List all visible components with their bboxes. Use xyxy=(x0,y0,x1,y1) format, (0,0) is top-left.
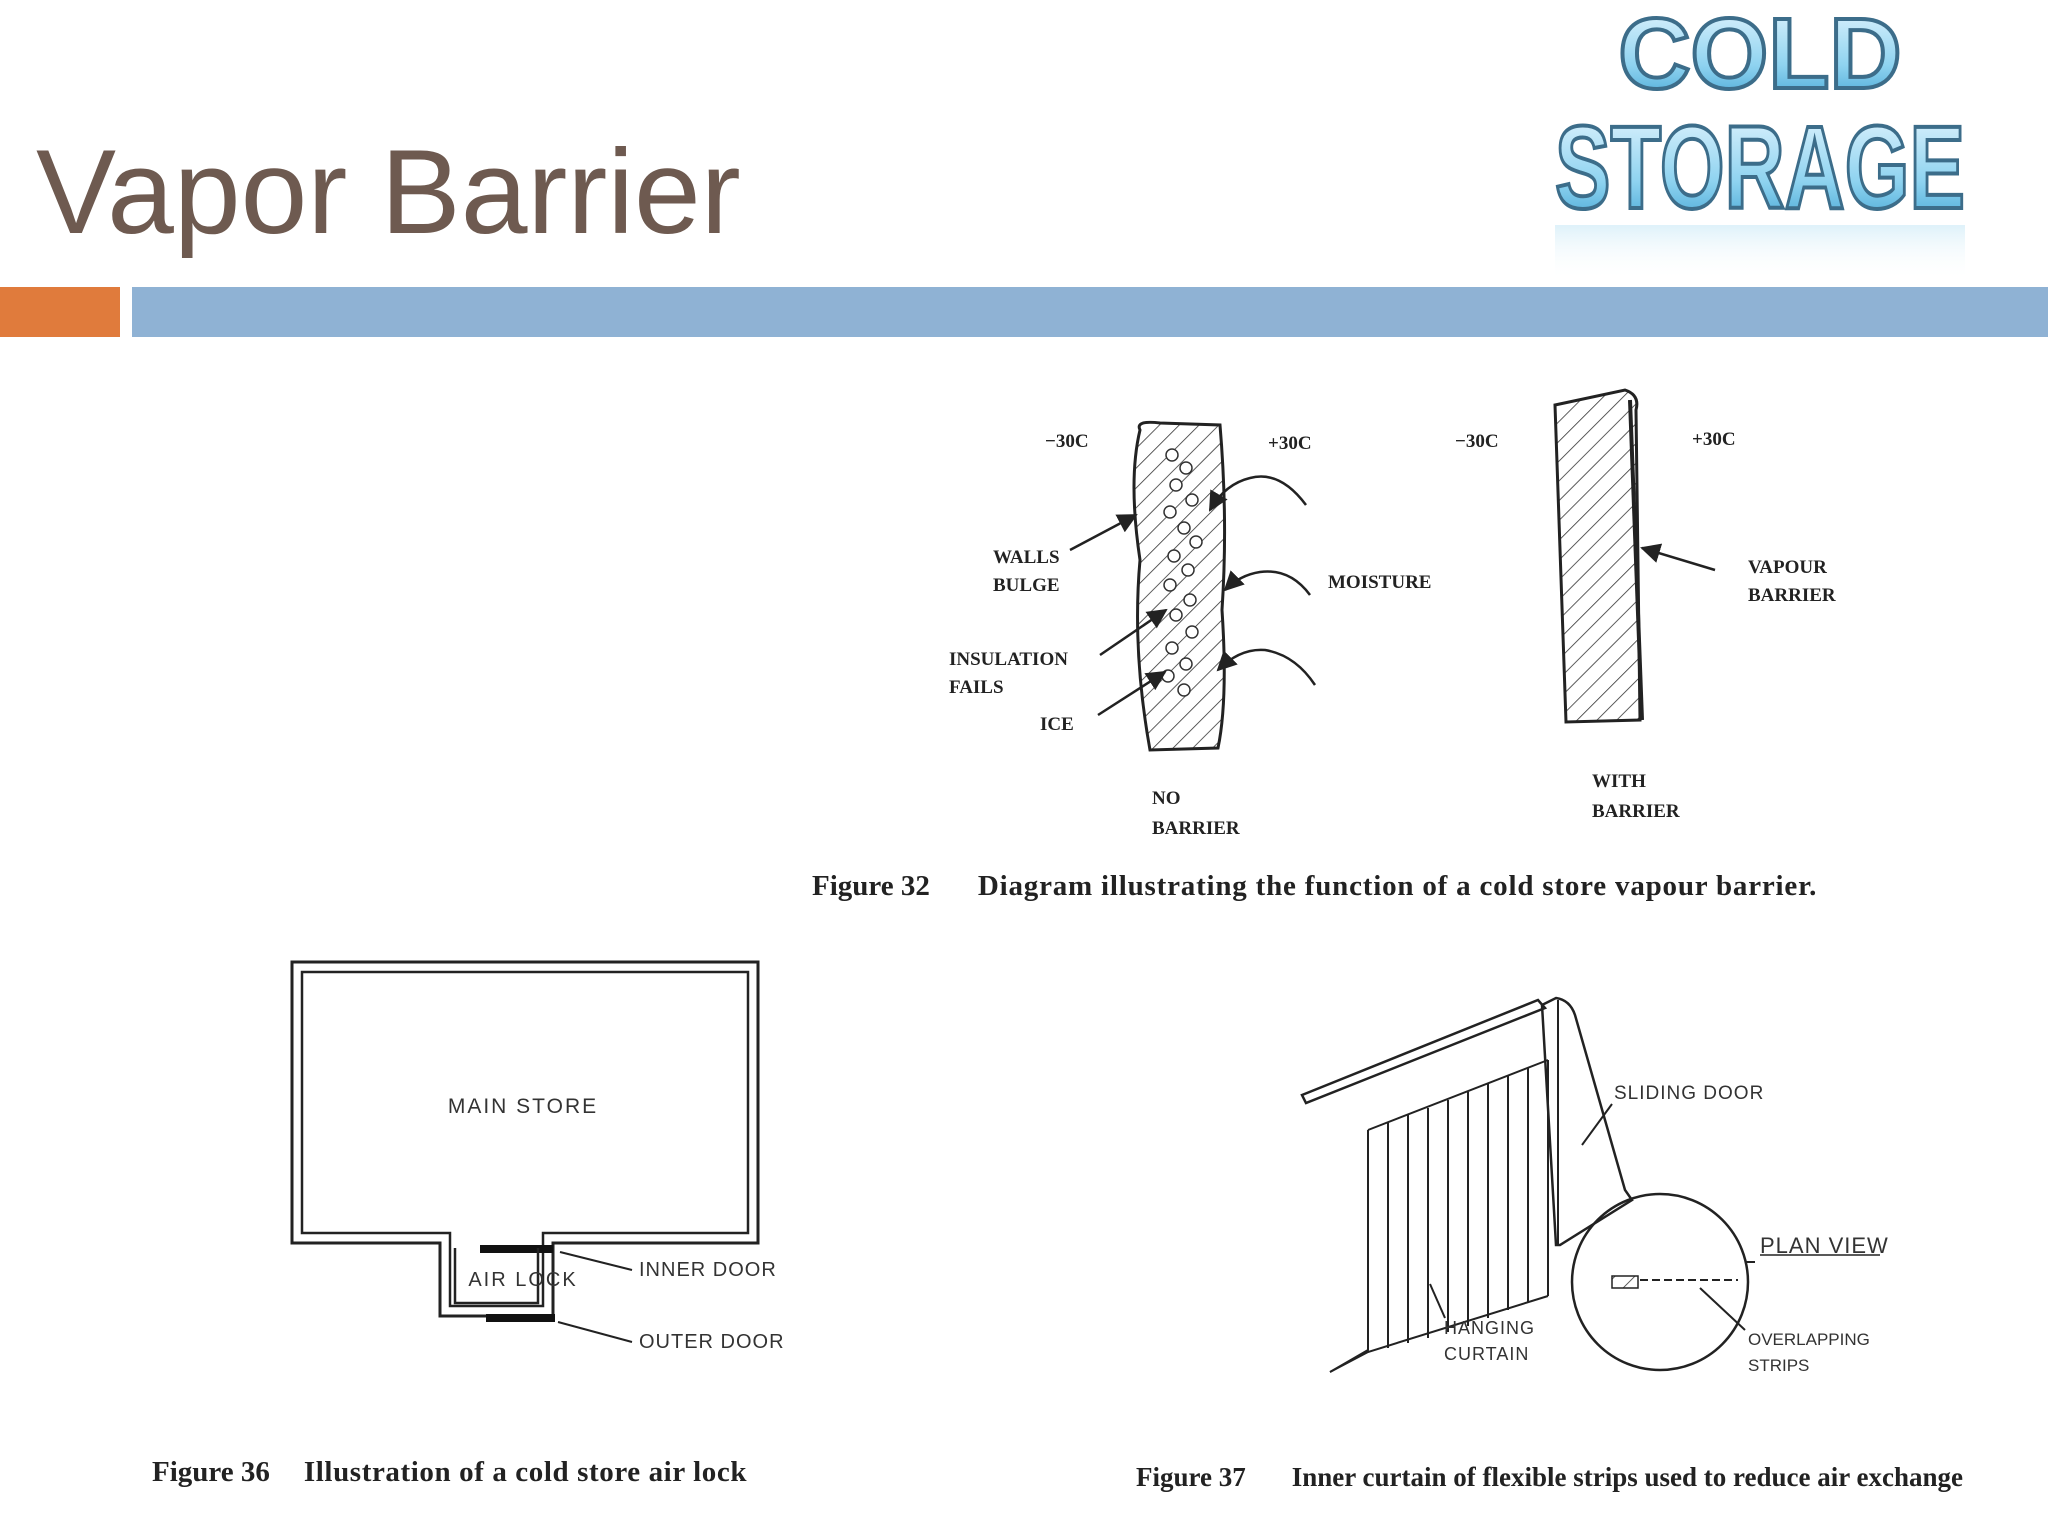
walls-bulge-label-1: WALLS xyxy=(993,547,1060,568)
figure-37-caption-text: Inner curtain of flexible strips used to… xyxy=(1291,1462,1963,1492)
with-barrier-label-2: BARRIER xyxy=(1592,801,1680,822)
figure-36-caption: Figure 36 Illustration of a cold store ai… xyxy=(152,1456,747,1489)
outer-door-leader xyxy=(557,1321,633,1343)
figure-32-caption-number: Figure 32 xyxy=(812,870,930,902)
plan-view-circle xyxy=(1570,1192,1750,1372)
wall-with-barrier xyxy=(1553,388,1642,724)
inner-door-leader xyxy=(559,1251,633,1271)
figure-36-diagram: MAIN STORE AIR LOCK INNER DOOR OUTER DOO… xyxy=(290,960,785,1353)
wall-no-barrier xyxy=(1132,420,1227,752)
hanging-curtain-strips xyxy=(1329,1059,1549,1373)
moisture-label: MOISTURE xyxy=(1328,572,1431,593)
ice-label: ICE xyxy=(1040,714,1074,735)
overlapping-strips-leader xyxy=(1699,1287,1746,1331)
vapour-barrier-label-2: BARRIER xyxy=(1748,585,1836,606)
sliding-door-panel xyxy=(1540,996,1634,1247)
moisture-arrow-2 xyxy=(1223,570,1312,596)
outer-door-label: OUTER DOOR xyxy=(639,1331,785,1353)
temp-minus30-b: −30C xyxy=(1455,431,1499,452)
main-store-label: MAIN STORE xyxy=(448,1095,598,1118)
overlapping-strips-label-1: OVERLAPPING xyxy=(1748,1330,1870,1349)
hanging-curtain-label-2: CURTAIN xyxy=(1444,1344,1529,1364)
page-title: Vapor Barrier xyxy=(36,125,741,259)
insulation-fails-label-2: FAILS xyxy=(949,677,1004,698)
insulation-fails-label-1: INSULATION xyxy=(949,649,1068,670)
door-rail xyxy=(1300,998,1548,1105)
hanging-curtain-label-1: HANGING xyxy=(1444,1318,1535,1338)
logo-line1: COLD xyxy=(1618,0,1901,110)
cold-storage-logo: COLD STORAGE xyxy=(1553,0,1967,280)
inner-door-label: INNER DOOR xyxy=(639,1259,777,1281)
walls-bulge-arrow xyxy=(1069,513,1138,552)
temp-plus30-b: +30C xyxy=(1692,429,1736,450)
walls-bulge-label-2: BULGE xyxy=(993,575,1060,596)
sliding-door-label: SLIDING DOOR xyxy=(1614,1083,1764,1104)
figure-32-diagram: −30C +30C −30C +30C WALLS BULGE MOISTURE… xyxy=(949,388,1836,839)
vapour-barrier-arrow xyxy=(1640,543,1716,572)
sliding-door-leader xyxy=(1581,1103,1613,1146)
figure-36-caption-number: Figure 36 xyxy=(152,1456,270,1488)
moisture-arrow-3 xyxy=(1216,648,1317,686)
logo-line2: STORAGE xyxy=(1555,102,1965,234)
figure-36-caption-text: Illustration of a cold store air lock xyxy=(303,1456,748,1488)
with-barrier-label-1: WITH xyxy=(1592,771,1646,792)
moisture-arrow-1 xyxy=(1208,475,1308,512)
temp-minus30-a: −30C xyxy=(1045,431,1089,452)
overlapping-strips-label-2: STRIPS xyxy=(1748,1356,1809,1375)
air-lock-label: AIR LOCK xyxy=(468,1269,577,1291)
plan-view-label: PLAN VIEW xyxy=(1760,1233,1889,1258)
no-barrier-label-1: NO xyxy=(1152,788,1181,809)
hanging-curtain-leader xyxy=(1429,1283,1446,1319)
ice-arrow xyxy=(1097,670,1167,717)
vapour-barrier-label-1: VAPOUR xyxy=(1748,557,1827,578)
figure-37-caption: Figure 37 Inner curtain of flexible strip… xyxy=(1136,1462,1963,1493)
figure-32-caption: Figure 32 Diagram illustrating the functi… xyxy=(812,870,1817,903)
figure-37-diagram: SLIDING DOOR PLAN VIEW HANGING CURTAIN O… xyxy=(1300,996,1889,1375)
temp-plus30-a: +30C xyxy=(1268,433,1312,454)
main-store-inner-wall xyxy=(300,970,750,1308)
insulation-fails-arrow xyxy=(1099,608,1168,657)
figure-37-caption-number: Figure 37 xyxy=(1136,1462,1246,1492)
title-accent-bar-orange xyxy=(0,287,120,337)
title-accent-bar-blue xyxy=(132,287,2048,337)
figure-32-caption-text: Diagram illustrating the function of a c… xyxy=(977,870,1818,902)
no-barrier-label-2: BARRIER xyxy=(1152,818,1240,839)
